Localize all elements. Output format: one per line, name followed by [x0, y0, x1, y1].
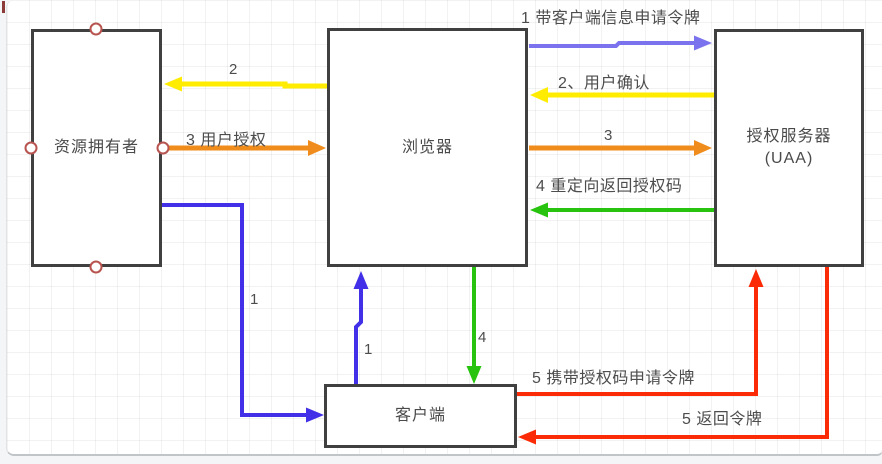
edge-redirect-return-authcode[interactable]	[530, 202, 714, 218]
edge-owner-to-client-1[interactable]	[162, 203, 324, 423]
edge-label-user-confirm[interactable]: 2、用户确认	[558, 75, 650, 92]
node-client-label: 客户端	[394, 407, 446, 424]
page-edge-marker	[2, 1, 5, 13]
node-client[interactable]: 客户端	[324, 384, 517, 448]
edge-label-redirect-return-authcode[interactable]: 4 重定向返回授权码	[536, 178, 683, 195]
node-browser[interactable]: 浏览器	[327, 28, 528, 267]
node-authorization-server-sublabel: (UAA)	[764, 150, 814, 167]
connection-handle-right[interactable]	[156, 141, 170, 155]
edge-label-user-authorize[interactable]: 3 用户授权	[186, 132, 267, 149]
connection-handles	[24, 22, 170, 274]
node-resource-owner[interactable]: 资源拥有者	[31, 29, 162, 267]
edge-user-confirm[interactable]	[530, 87, 714, 103]
connection-handle-top[interactable]	[89, 22, 103, 36]
edge-label-browser-to-client-4[interactable]: 4	[478, 329, 487, 346]
node-authorization-server[interactable]: 授权服务器 (UAA)	[714, 29, 864, 267]
edge-browser-to-client-4[interactable]	[466, 267, 482, 384]
edge-browser-forward-2[interactable]	[164, 76, 327, 92]
edge-request-token-with-client-info[interactable]	[529, 35, 712, 51]
edge-label-client-to-browser-1[interactable]: 1	[364, 341, 373, 358]
edge-request-token-with-authcode[interactable]	[517, 269, 764, 396]
edge-label-return-token[interactable]: 5 返回令牌	[682, 411, 763, 428]
edge-return-token[interactable]	[518, 267, 829, 445]
connection-handle-bottom[interactable]	[89, 260, 103, 274]
node-authorization-server-label: 授权服务器	[746, 128, 832, 145]
node-resource-owner-label: 资源拥有者	[53, 139, 139, 156]
edge-label-browser-forward-3[interactable]: 3	[604, 127, 613, 144]
edge-label-request-token-with-client-info[interactable]: 1 带客户端信息申请令牌	[521, 10, 701, 27]
edge-browser-forward-3[interactable]	[529, 140, 712, 156]
edge-label-request-token-with-authcode[interactable]: 5 携带授权码申请令牌	[532, 370, 695, 387]
node-browser-label: 浏览器	[401, 138, 453, 156]
edge-label-browser-forward-2[interactable]: 2	[229, 61, 238, 78]
connection-handle-left[interactable]	[24, 141, 38, 155]
edge-user-authorize[interactable]	[163, 140, 326, 156]
edge-client-to-browser-1[interactable]	[353, 271, 369, 384]
edge-label-owner-to-client-1[interactable]: 1	[250, 291, 259, 308]
